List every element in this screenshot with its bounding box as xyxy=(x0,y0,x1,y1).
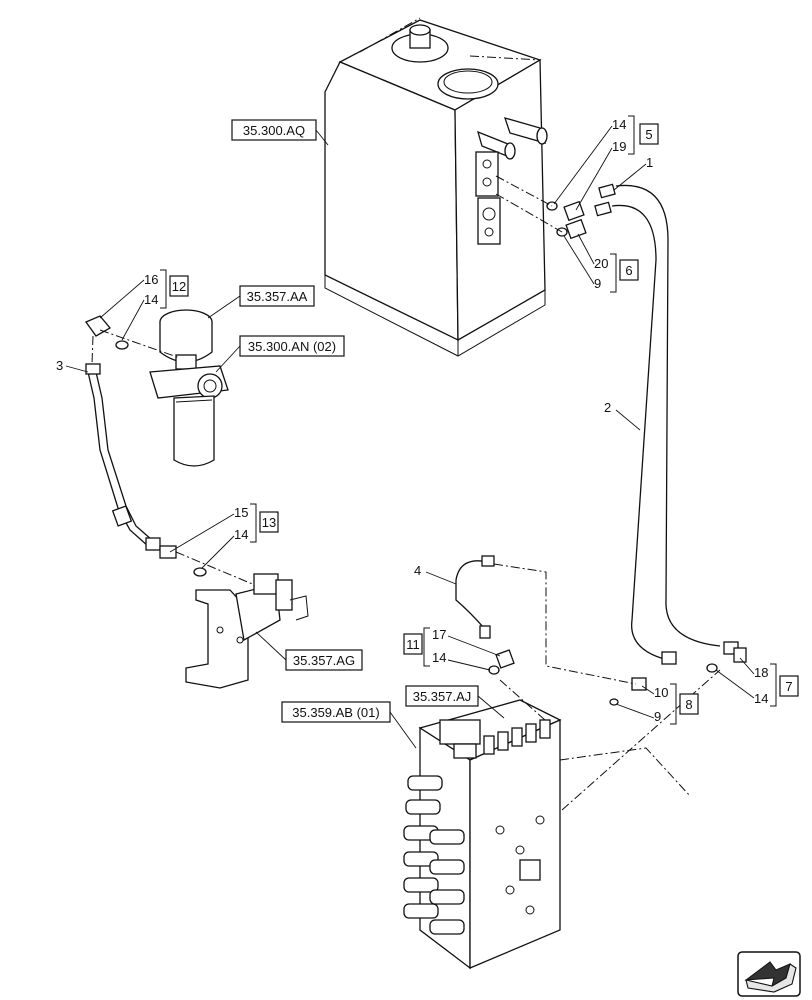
ref-valve-aj[interactable]: 35.357.AJ xyxy=(405,685,479,707)
callout-group-5: 14 19 5 xyxy=(553,115,659,211)
group-7: 7 xyxy=(785,679,792,694)
control-valve xyxy=(403,699,562,970)
label-4: 4 xyxy=(414,563,421,578)
label-16: 16 xyxy=(144,272,158,287)
label-19: 19 xyxy=(612,139,626,154)
label-18: 18 xyxy=(754,665,768,680)
ref-pilot-block[interactable]: 35.357.AG xyxy=(285,649,363,671)
label-14: 14 xyxy=(234,527,248,542)
hoses-1-2 xyxy=(546,183,747,706)
ref-control-valve-label: 35.359.AB (01) xyxy=(292,705,379,720)
ref-pilot-block-label: 35.357.AG xyxy=(293,653,355,668)
label-15: 15 xyxy=(234,505,248,520)
group-12: 12 xyxy=(172,279,186,294)
pilot-block-assembly xyxy=(185,573,309,689)
label-20: 20 xyxy=(594,256,608,271)
ref-accumulator-label: 35.357.AA xyxy=(247,289,308,304)
label-1: 1 xyxy=(646,155,653,170)
callout-group-11: 11 17 14 xyxy=(403,627,501,671)
callout-group-8: 10 9 8 xyxy=(615,683,699,725)
callout-group-12: 16 14 12 xyxy=(99,269,189,341)
label-3: 3 xyxy=(56,358,63,373)
direction-arrow-icon xyxy=(737,951,801,997)
label-14: 14 xyxy=(612,117,626,132)
ref-filter[interactable]: 35.300.AN (02) xyxy=(239,335,345,357)
group-11: 11 xyxy=(406,637,420,652)
label-2: 2 xyxy=(604,400,611,415)
ref-control-valve[interactable]: 35.359.AB (01) xyxy=(281,701,391,723)
label-9: 9 xyxy=(594,276,601,291)
label-14: 14 xyxy=(754,691,768,706)
ref-valve-aj-label: 35.357.AJ xyxy=(413,689,472,704)
ref-tank[interactable]: 35.300.AQ xyxy=(231,119,317,141)
label-9: 9 xyxy=(654,709,661,724)
label-14: 14 xyxy=(432,650,446,665)
label-17: 17 xyxy=(432,627,446,642)
callout-group-6: 20 9 6 xyxy=(563,233,639,293)
accumulator-filter-assembly xyxy=(149,309,229,467)
callout-group-13: 15 14 13 xyxy=(169,503,279,569)
hydraulic-tank xyxy=(324,17,548,357)
ref-filter-label: 35.300.AN (02) xyxy=(248,339,336,354)
group-5: 5 xyxy=(645,127,652,142)
ref-tank-label: 35.300.AQ xyxy=(243,123,305,138)
label-10: 10 xyxy=(654,685,668,700)
callout-group-7: 18 14 7 xyxy=(715,657,799,707)
group-13: 13 xyxy=(262,515,276,530)
hose-4 xyxy=(455,555,515,675)
label-14: 14 xyxy=(144,292,158,307)
group-6: 6 xyxy=(625,263,632,278)
group-8: 8 xyxy=(685,697,692,712)
ref-accumulator[interactable]: 35.357.AA xyxy=(239,285,315,307)
